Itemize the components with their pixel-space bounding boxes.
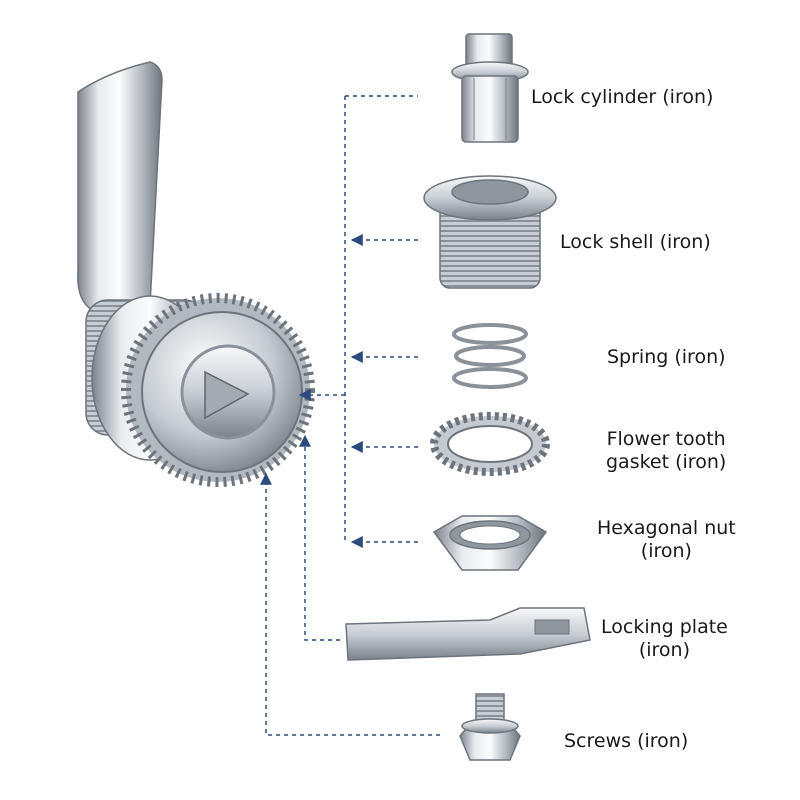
locking-plate-assembled: [77, 61, 163, 311]
label-lock-shell: Lock shell (iron): [560, 231, 711, 254]
flower-tooth-gasket-illustration: [430, 412, 550, 476]
triangle-key-icon: [204, 370, 250, 420]
label-lock-cylinder: Lock cylinder (iron): [531, 86, 713, 109]
lock-shell-illustration: [423, 175, 557, 289]
leader-locking-plate: [299, 434, 340, 641]
leader-lines: [260, 95, 440, 736]
label-line: (iron): [640, 540, 692, 562]
screws-illustration: [459, 693, 521, 761]
label-line: Screws (iron): [564, 730, 689, 752]
label-line: (iron): [638, 639, 691, 661]
assembled-lock-illustration: [77, 61, 315, 487]
label-screws: Screws (iron): [564, 730, 688, 753]
hexagonal-nut-illustration: [432, 515, 548, 571]
label-line: Spring (iron): [607, 346, 726, 368]
label-locking-plate: Locking plate(iron): [601, 616, 728, 662]
lock-cylinder-illustration: [451, 33, 529, 143]
label-hexagonal-nut: Hexagonal nut(iron): [597, 517, 736, 563]
spring-illustration: [452, 323, 528, 389]
locking-plate-illustration: [345, 607, 591, 661]
label-spring: Spring (iron): [607, 346, 726, 369]
leader-screws: [260, 472, 440, 736]
label-line: Locking plate: [601, 616, 728, 638]
label-line: Hexagonal nut: [597, 517, 736, 539]
label-line: Flower tooth: [606, 428, 726, 450]
label-line: Lock shell (iron): [560, 231, 711, 253]
label-line: Lock cylinder (iron): [531, 86, 714, 108]
label-line: gasket (iron): [606, 451, 727, 473]
